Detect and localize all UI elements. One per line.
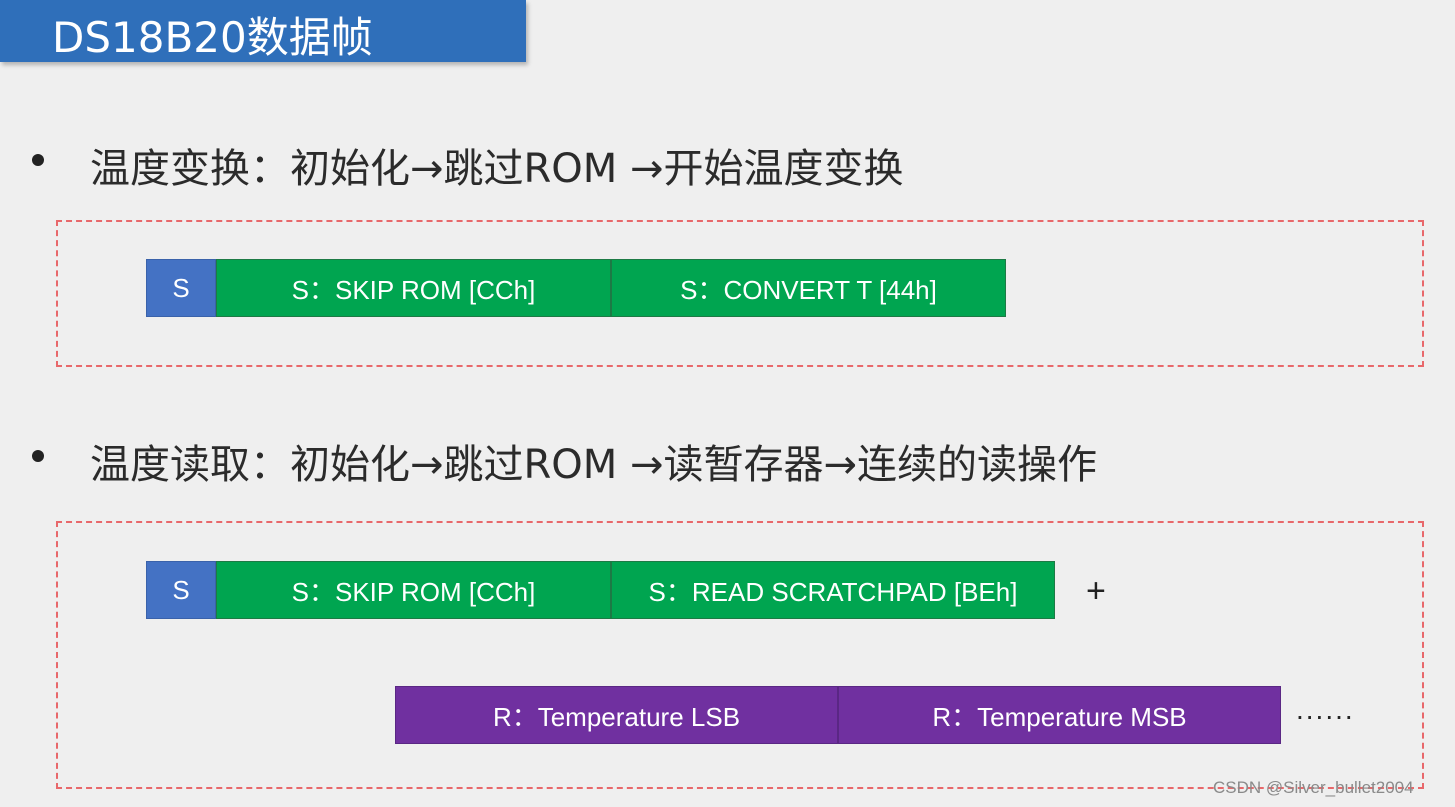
section2-start-segment: S (146, 561, 216, 619)
watermark: CSDN @Silver_bullet2004 (1213, 778, 1414, 797)
section1-skip-rom-segment: S：SKIP ROM [CCh] (216, 259, 611, 317)
section1-start-segment: S (146, 259, 216, 317)
temperature-lsb-segment: R：Temperature LSB (395, 686, 838, 744)
temperature-msb-segment: R：Temperature MSB (838, 686, 1281, 744)
page-title: DS18B20数据帧 (52, 13, 373, 62)
section1-convert-t-segment: S：CONVERT T [44h] (611, 259, 1006, 317)
section1-heading: 温度变换：初始化→跳过ROM →开始温度变换 (90, 146, 904, 192)
section2-frame-box (56, 521, 1424, 789)
bullet-point-2 (32, 450, 44, 462)
plus-sign: + (1086, 572, 1106, 610)
section2-skip-rom-segment: S：SKIP ROM [CCh] (216, 561, 611, 619)
bullet-point-1 (32, 154, 44, 166)
continuation-ellipsis: ...... (1296, 694, 1355, 725)
title-banner: DS18B20数据帧 (0, 0, 526, 62)
section2-read-scratchpad-segment: S：READ SCRATCHPAD [BEh] (611, 561, 1055, 619)
section2-heading: 温度读取：初始化→跳过ROM →读暂存器→连续的读操作 (90, 442, 1098, 488)
section1-frame-box (56, 220, 1424, 367)
